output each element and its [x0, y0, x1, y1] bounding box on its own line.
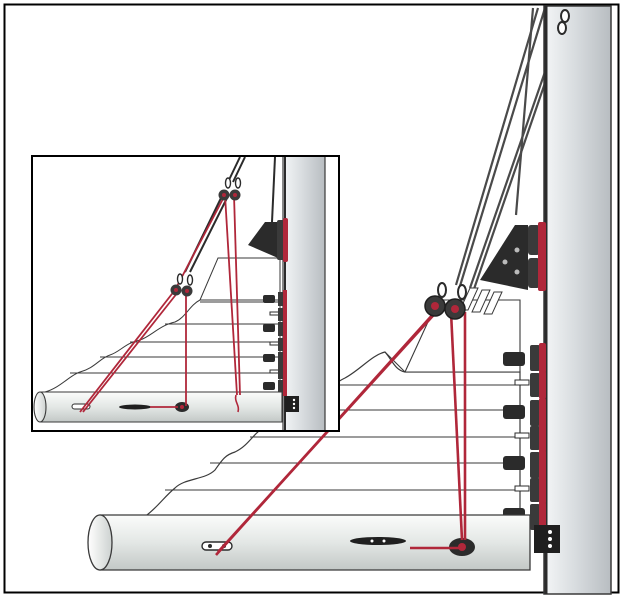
luff-slide [503, 398, 546, 428]
main-view [87, 5, 612, 595]
boom [87, 514, 560, 571]
luff-slides [503, 343, 546, 532]
luff-slide [503, 343, 546, 373]
luff-slide [514, 371, 546, 399]
gooseneck [534, 525, 560, 553]
luff-slide [503, 450, 546, 480]
luff-slide [514, 424, 546, 452]
luff-slide [514, 476, 546, 504]
detail-inset [31, 155, 340, 432]
mast [543, 5, 612, 595]
lazy-jack-blocks [424, 282, 467, 320]
headboard-car [480, 222, 546, 291]
masthead-shackle-icon [557, 9, 570, 35]
